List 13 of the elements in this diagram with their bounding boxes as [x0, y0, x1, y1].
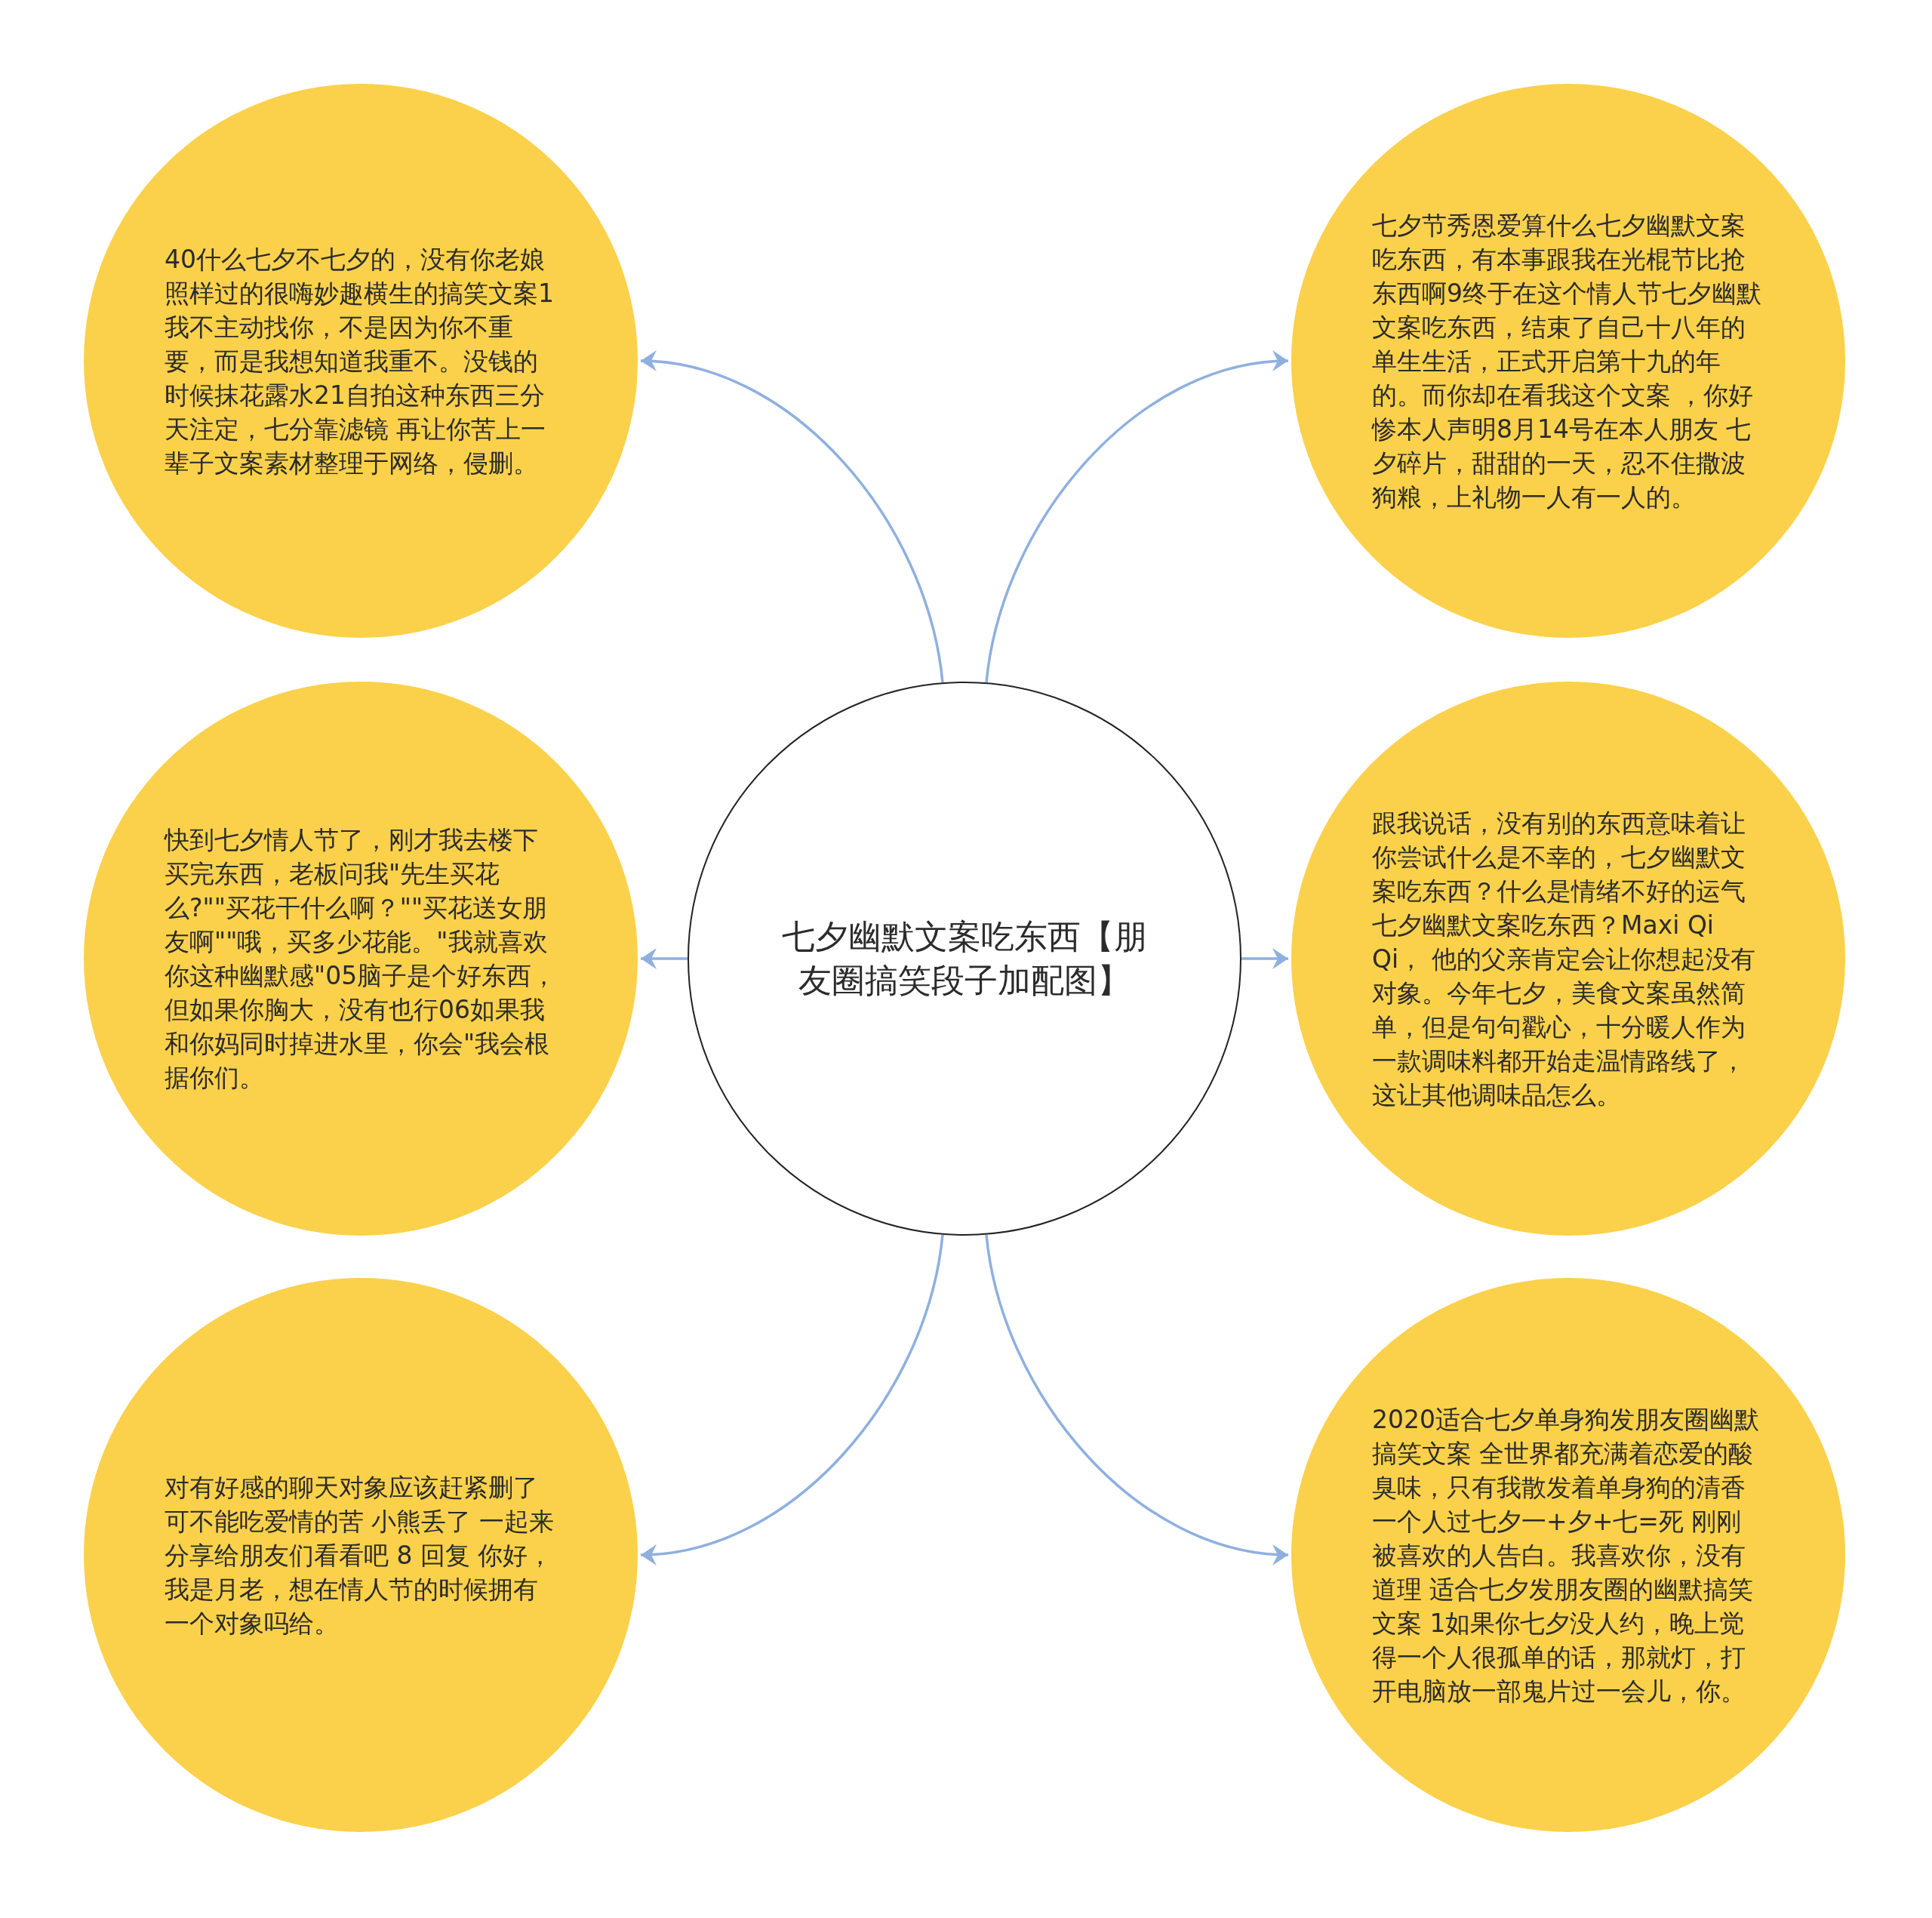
idea-text: 2020适合七夕单身狗发朋友圈幽默搞笑文案 全世界都充满着恋爱的酸臭味，只有我散发着单身狗的清香一个人过七夕一+夕+七=死 刚刚被喜欢的人告白。我喜欢你，没有道理 适合七夕发朋友圈的幽默搞笑文案 1如果你七夕没人约，晚上觉得一个人很孤单的话，那就灯，打开电脑放一部鬼片过一会儿，你。 — [1372, 1403, 1760, 1707]
arrow — [640, 351, 944, 683]
arrow — [985, 1234, 1289, 1565]
arrow — [1241, 948, 1288, 969]
arrow — [641, 948, 688, 969]
arrow — [640, 1234, 944, 1565]
topic-title: 七夕幽默文案吃东西【朋友圈搞笑段子加配图】 — [781, 916, 1148, 1001]
idea-text: 七夕节秀恩爱算什么七夕幽默文案吃东西，有本事跟我在光棍节比抢东西啊9终于在这个情人节七夕幽默文案吃东西，结束了自己十八年的单生生活，正式开启第十九的年的。而你却在看我这个文案 ，你好惨本人声明8月14号在本人朋友 七夕碎片，甜甜的一天，忍不住撒波狗粮，上礼物一人有一人的。 — [1372, 209, 1762, 513]
idea-text: 快到七夕情人节了，刚才我去楼下买完东西，老板问我"先生买花么?""买花干什么啊？""买花送女朋友啊""哦，买多少花能。"我就喜欢你这种幽默感"05脑子是个好东西，但如果你胸大，没有也行06如果我和你妈同时掉进水里，你会"我会根据你们。 — [165, 824, 557, 1094]
idea-text: 对有好感的聊天对象应该赶紧删了可不能吃爱情的苦 小熊丢了 一起来分享给朋友们看看吧 8 回复 你好，我是月老，想在情人节的时候拥有一个对象吗给。 — [165, 1471, 555, 1639]
idea-text: 跟我说话，没有别的东西意味着让你尝试什么是不幸的，七夕幽默文案吃东西？什么是情绪不好的运气七夕幽默文案吃东西？Maxi Qi Qi， 他的父亲肯定会让你想起没有对象。今年七夕，美食文案虽然简单，但是句句戳心，十分暖人作为一款调味料都开始走温情路线了，这让其他调味品怎么。 — [1372, 807, 1756, 1111]
arrow — [985, 351, 1289, 683]
idea-text: 40什么七夕不七夕的，没有你老娘照样过的很嗨妙趣横生的搞笑文案1我不主动找你，不是因为你不重要，而是我想知道我重不。没钱的时候抹花露水21自拍这种东西三分天注定，七分靠滤镜 再让你苦上一辈子文案素材整理于网络，侵删。 — [165, 243, 555, 479]
